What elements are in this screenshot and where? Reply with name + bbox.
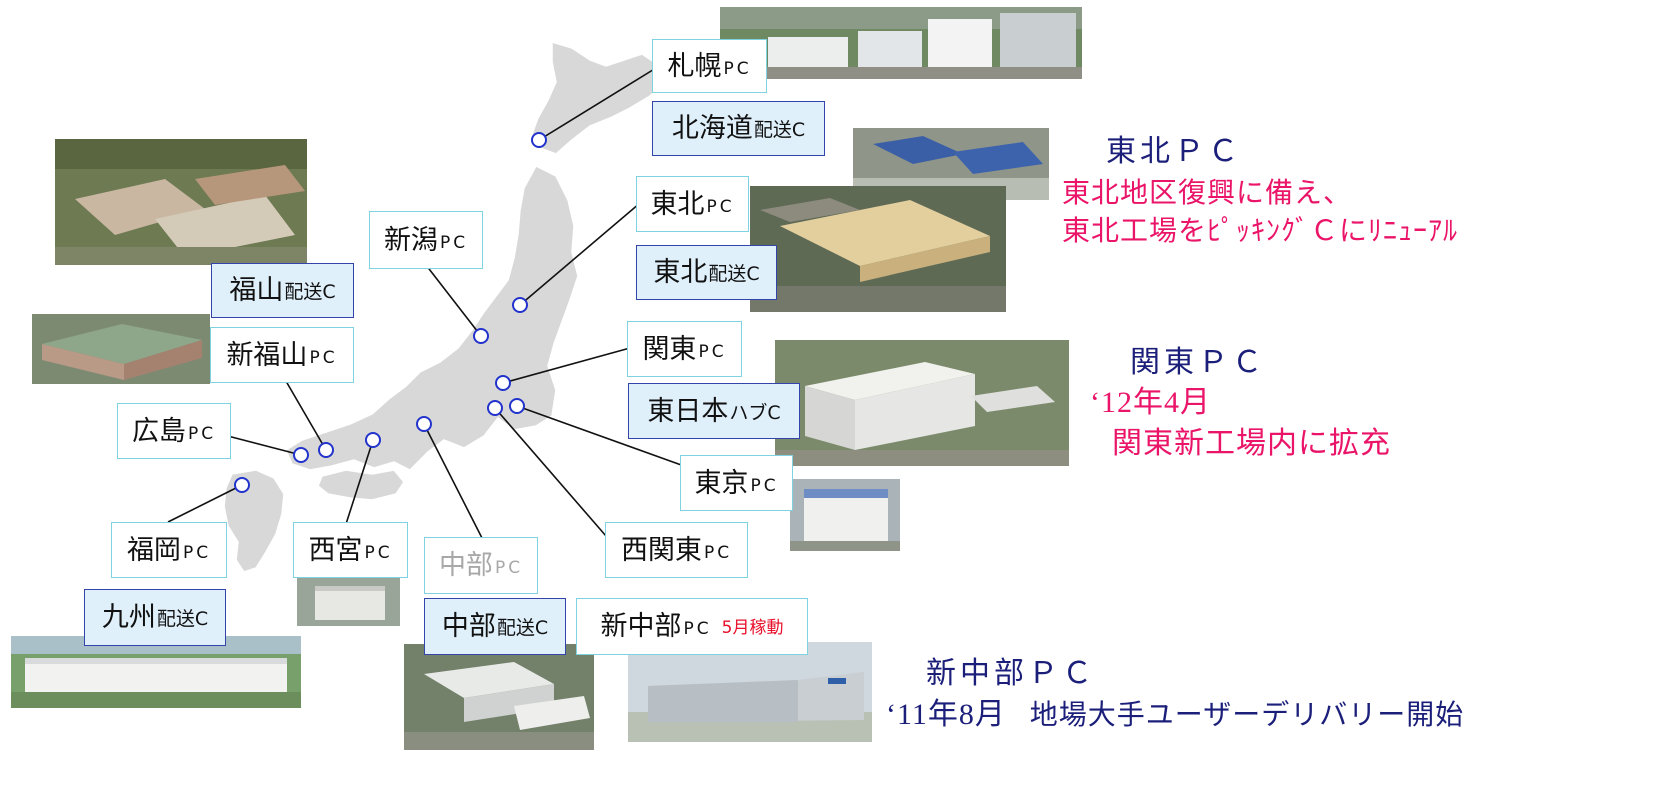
- location-suffix: PC: [309, 347, 338, 368]
- photo-tohoku-pc-small: [853, 128, 1049, 200]
- photo-kanto-pc: [775, 340, 1069, 466]
- location-name: 新中部: [600, 611, 682, 642]
- location-suffix: PC: [698, 341, 727, 362]
- location-suffix: PC: [750, 475, 779, 496]
- location-name: 広島: [131, 415, 186, 447]
- marker-hiroshima: [293, 447, 309, 463]
- photo-sapporo-pc: [720, 7, 1082, 79]
- location-markers: [234, 132, 547, 493]
- location-suffix: PC: [182, 542, 212, 563]
- location-name: 東北: [650, 188, 705, 220]
- note-line: 東北地区復興に備え、: [1062, 176, 1353, 209]
- photo-shin-chubu-pc: [628, 642, 872, 742]
- shikoku-island: [317, 469, 405, 501]
- note-date: ‘12年4月: [1090, 386, 1211, 419]
- marker-niigata: [473, 328, 489, 344]
- location-suffix: 配送C: [708, 263, 760, 285]
- location-suffix: PC: [706, 196, 735, 217]
- marker-shinfukuyama: [318, 442, 334, 458]
- note-kanto-pc: 関東ＰＣ ‘12年4月 関東新工場内に拡充: [1090, 342, 1391, 466]
- label-kyushu-distribution: 九州配送C: [84, 589, 226, 646]
- note-shin-chubu-pc: 新中部ＰＣ ‘11年8月 地場大手ユーザーデリバリー開始: [886, 652, 1464, 734]
- location-name: 中部: [438, 550, 493, 581]
- note-line: ‘11年8月 地場大手ユーザーデリバリー開始: [886, 696, 1464, 734]
- location-suffix: ハブC: [729, 401, 781, 424]
- location-suffix: PC: [723, 58, 752, 79]
- location-name: 東日本: [647, 395, 729, 427]
- marker-tokyo: [509, 398, 525, 414]
- photo-tokyo-pc: [790, 479, 900, 551]
- label-hokkaido-distribution: 北海道配送C: [652, 101, 825, 156]
- location-name: 関東: [642, 333, 697, 365]
- note-text: 地場大手ユーザーデリバリー開始: [1029, 698, 1465, 731]
- location-name: 札幌: [667, 50, 722, 82]
- marker-chubu: [416, 416, 432, 432]
- note-line: 関東新工場内に拡充: [1112, 426, 1391, 461]
- note-tohoku-pc: 東北ＰＣ 東北地区復興に備え、 東北工場をﾋﾟｯｷﾝｸﾞＣにﾘﾆｭｰｱﾙ: [1062, 130, 1458, 250]
- location-name: 中部: [441, 611, 496, 642]
- photo-fukuyama-distribution: [55, 139, 307, 265]
- marker-kanto: [495, 375, 511, 391]
- note-title: 東北ＰＣ: [1106, 134, 1242, 169]
- photo-nishinomiya-pc: [297, 578, 400, 626]
- marker-fukuoka: [234, 477, 250, 493]
- marker-sapporo: [531, 132, 547, 148]
- leader-lines: [167, 67, 685, 539]
- photo-shin-fukuyama-pc: [32, 314, 210, 384]
- location-name: 新潟: [383, 224, 438, 256]
- label-higashi-nihon-hub: 東日本ハブC: [628, 383, 800, 439]
- location-name: 九州: [101, 602, 156, 633]
- hokkaido-island: [531, 40, 667, 155]
- location-suffix: PC: [187, 423, 217, 444]
- location-suffix: PC: [494, 558, 524, 578]
- location-name: 福岡: [126, 534, 181, 566]
- label-chubu-distribution: 中部配送C: [424, 598, 566, 655]
- location-suffix: PC: [683, 619, 712, 639]
- label-fukuyama-distribution: 福山配送C: [211, 263, 354, 318]
- location-suffix: 配送C: [156, 608, 209, 630]
- location-name: 福山: [229, 275, 284, 306]
- location-name: 北海道: [671, 113, 753, 144]
- location-suffix: 配送C: [284, 281, 336, 303]
- location-suffix: PC: [703, 542, 733, 563]
- location-name: 新福山: [226, 339, 308, 371]
- honshu-island: [285, 165, 579, 471]
- location-suffix: 配送C: [496, 617, 549, 639]
- label-tohoku-distribution: 東北配送C: [636, 245, 777, 300]
- location-suffix: 配送C: [753, 119, 806, 141]
- photo-kyushu-distribution: [11, 636, 301, 708]
- marker-tohoku: [512, 297, 528, 313]
- operation-start-note: 5月稼動: [721, 618, 784, 638]
- kyushu-island: [223, 469, 285, 573]
- location-name: 西宮: [308, 534, 363, 566]
- location-suffix: PC: [439, 232, 469, 253]
- note-line: 東北工場をﾋﾟｯｷﾝｸﾞＣにﾘﾆｭｰｱﾙ: [1062, 214, 1459, 247]
- location-name: 東京: [694, 467, 749, 499]
- marker-nishikanto: [487, 400, 503, 416]
- photo-tohoku-distribution: [750, 186, 1006, 312]
- location-name: 西関東: [620, 534, 702, 566]
- note-title: 関東ＰＣ: [1130, 345, 1266, 380]
- location-suffix: PC: [364, 542, 393, 563]
- note-title: 新中部ＰＣ: [926, 656, 1096, 691]
- marker-nishinomiya: [365, 432, 381, 448]
- location-name: 東北: [653, 257, 708, 288]
- note-date: ‘11年8月: [886, 698, 1006, 731]
- photo-chubu-distribution: [404, 644, 594, 750]
- japan-landmass: [223, 40, 667, 573]
